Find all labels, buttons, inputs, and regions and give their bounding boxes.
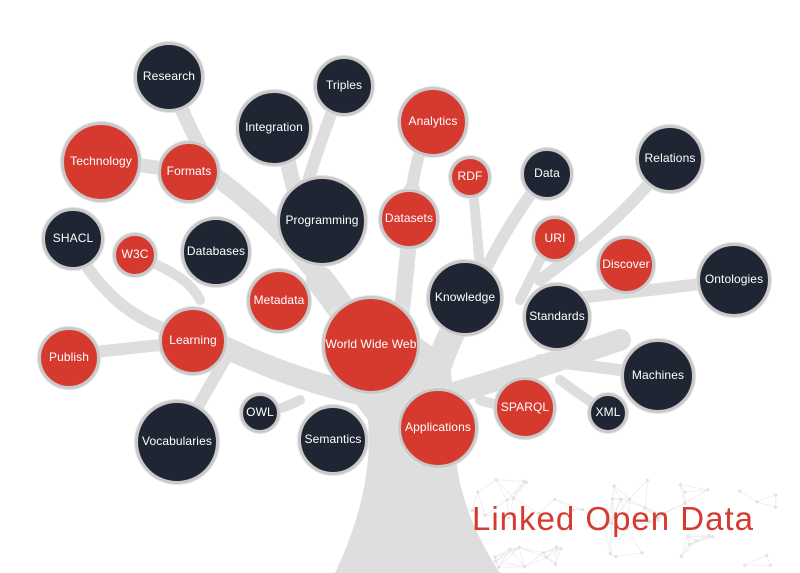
bubble-standards: Standards [523,283,591,351]
bubble-sparql: SPARQL [494,377,556,439]
bubble-label: Triples [325,78,363,93]
bubble-integration: Integration [236,90,312,166]
bubble-label: XML [595,405,621,420]
bubble-label: Databases [186,244,246,259]
network-dots-decoration [470,478,778,569]
bubble-label: Formats [166,164,212,179]
bubble-label: Applications [405,420,471,435]
bubble-label: SPARQL [500,400,550,415]
bubble-machines: Machines [621,339,695,413]
bubble-databases: Databases [181,217,251,287]
bubble-data: Data [521,148,573,200]
bubble-xml: XML [588,393,628,433]
bubble-semantics: Semantics [298,405,368,475]
bubble-label: Datasets [384,211,434,226]
bubble-label: SHACL [52,231,94,246]
bubble-label: Knowledge [434,290,496,305]
bubble-owl: OWL [240,393,280,433]
bubble-ontologies: Ontologies [697,243,771,317]
bubble-relations: Relations [636,125,704,193]
bubble-applications: Applications [398,388,478,468]
bubble-w3c: W3C [113,233,157,277]
bubble-label: Technology [70,154,132,169]
bubble-label: Publish [48,350,90,365]
diagram-title: Linked Open Data [472,500,755,537]
bubble-label: Semantics [304,432,362,447]
bubble-research: Research [134,42,204,112]
bubble-label: Learning [169,333,217,348]
bubble-label: Programming [285,213,359,228]
bubble-metadata: Metadata [247,269,311,333]
bubble-vocabularies: Vocabularies [135,400,219,484]
bubble-triples: Triples [314,56,374,116]
bubble-label: Ontologies [704,272,764,287]
bubble-shacl: SHACL [42,208,104,270]
bubble-discover: Discover [597,236,655,294]
bubble-label: RDF [457,169,483,184]
bubble-world-wide-web: World Wide Web [322,296,420,394]
bubble-formats: Formats [158,141,220,203]
bubble-label: Relations [644,151,696,166]
bubble-label: Machines [631,368,685,383]
bubble-label: Integration [245,120,303,135]
bubble-datasets: Datasets [379,189,439,249]
bubble-label: Vocabularies [142,434,212,449]
bubble-uri: URI [532,216,578,262]
bubble-label: OWL [246,405,274,420]
bubble-programming: Programming [277,176,367,266]
bubble-label: Data [534,166,560,181]
bubble-publish: Publish [38,327,100,389]
bubble-label: Discover [602,257,650,272]
bubble-analytics: Analytics [398,87,468,157]
bubble-knowledge: Knowledge [427,260,503,336]
bubble-learning: Learning [159,307,227,375]
bubble-label: Metadata [253,293,305,308]
bubble-label: W3C [121,247,149,262]
bubble-label: URI [544,231,566,246]
bubble-label: Analytics [408,114,458,129]
bubble-technology: Technology [61,122,141,202]
bubble-rdf: RDF [449,156,491,198]
bubble-label: World Wide Web [325,337,417,352]
bubble-label: Research [142,69,196,84]
bubble-label: Standards [529,309,585,324]
